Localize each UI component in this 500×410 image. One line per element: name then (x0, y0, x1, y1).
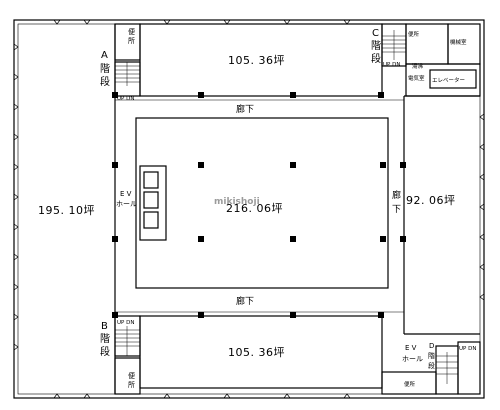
stair-a-letter: A (101, 50, 108, 61)
toilet-c (405, 23, 449, 65)
corridor-bottom-label: 廊下 (236, 295, 254, 307)
stair-a-updn: UP DN (117, 96, 134, 102)
stair-d-updn: UP DN (459, 346, 476, 352)
stair-b-letter: B (101, 321, 108, 332)
room-d-side (457, 341, 481, 395)
stair-b (114, 315, 141, 357)
electric-room-label: 電気室 (408, 74, 425, 82)
stair-b-char1: 階 (100, 333, 110, 345)
toilet-c-label: 便所 (408, 30, 420, 38)
outer-wall (13, 19, 485, 399)
room-center (135, 117, 389, 289)
ev-hall-center-1: E V (120, 190, 132, 198)
stair-d-char1: 階 (428, 351, 435, 360)
elevator-shaft (139, 165, 167, 241)
corridor-top-label: 廊下 (236, 103, 254, 115)
corridor-east-label-2: 下 (392, 205, 401, 215)
stair-a-char2: 段 (100, 75, 110, 88)
area-west: 195. 10坪 (38, 204, 95, 217)
toilet-a (114, 23, 141, 61)
windows-bottom (53, 393, 351, 399)
stair-b-char2: 段 (100, 345, 110, 358)
toilet-b-label-1: 便 (128, 371, 135, 380)
windows-west (13, 43, 19, 351)
ev-hall-east-2: ホール (402, 355, 423, 363)
elevator-box (429, 69, 477, 89)
elevator-car-3 (143, 211, 159, 229)
toilet-b-label-2: 所 (128, 380, 135, 389)
stair-b-updn: UP DN (117, 320, 134, 326)
area-north: 105. 36坪 (228, 54, 285, 67)
stair-a-char1: 階 (100, 63, 110, 75)
toilet-a-label-2: 所 (128, 36, 135, 45)
elevator-car-1 (143, 171, 159, 189)
ev-hall-center-2: ホール (116, 200, 137, 208)
stair-c-letter: C (372, 28, 379, 39)
area-south: 105. 36坪 (228, 346, 285, 359)
elevator-bank-east (405, 63, 481, 97)
stair-d-letter: D (429, 342, 434, 350)
toilet-d (381, 371, 437, 395)
wet-label: 湯沸 (412, 62, 424, 70)
stair-c-char1: 階 (371, 40, 381, 52)
windows-east (479, 113, 485, 301)
stair-c-char2: 段 (371, 52, 381, 65)
stair-d-char2: 段 (428, 361, 435, 370)
mech-room-label: 機械室 (450, 38, 467, 46)
stair-a (114, 61, 141, 97)
corridor-east-label-1: 廊 (392, 189, 401, 201)
columns (112, 92, 406, 318)
toilet-d-label: 便所 (404, 380, 416, 388)
windows-top (53, 19, 351, 25)
elevator-box-label: エレベーター (432, 76, 465, 84)
ev-hall-east-1: E V (405, 344, 417, 352)
toilet-a-label-1: 便 (128, 27, 135, 36)
elevator-car-2 (143, 191, 159, 209)
toilet-b (114, 357, 141, 395)
area-east: 92. 06坪 (406, 194, 456, 207)
stair-c-updn: UP DN (383, 62, 400, 68)
watermark: mikishoji (214, 197, 260, 207)
area-center: 216. 06坪 (226, 202, 283, 215)
